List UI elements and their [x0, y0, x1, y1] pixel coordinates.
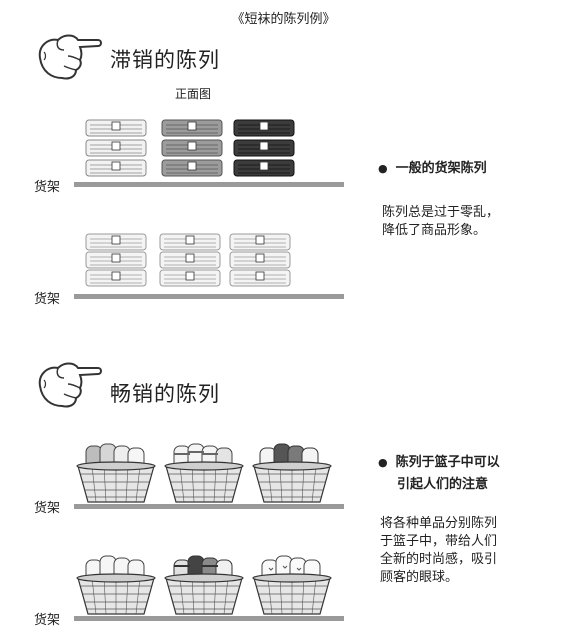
- shelf-bar: [74, 504, 344, 509]
- shelf-label: 货架: [34, 613, 61, 628]
- shelf-label: 货架: [34, 180, 61, 195]
- folded-socks-stacks-light: [85, 233, 291, 287]
- shelf-bar: [74, 294, 344, 299]
- bullet-dot-icon: ●: [378, 162, 388, 175]
- bullet-title-line: 引起人们的注意: [397, 477, 489, 492]
- description-line: 顾客的眼球。: [380, 570, 459, 585]
- front-view-label: 正面图: [175, 87, 212, 101]
- description-line: 将各种单品分别陈列: [380, 516, 498, 531]
- section-heading-best: 畅销的陈列: [110, 382, 220, 406]
- shelf-label: 货架: [34, 292, 61, 307]
- shelf-bar: [74, 616, 344, 621]
- page-title: 《短袜的陈列例》: [231, 12, 336, 27]
- description-text: 将各种单品分别陈列 于篮子中，带给人们 全新的时尚感，吸引 顾客的眼球。: [380, 515, 497, 587]
- pointing-hand-icon: [38, 34, 102, 80]
- pointing-hand-icon: [38, 362, 102, 408]
- description-line: 全新的时尚感，吸引: [380, 552, 498, 567]
- shelf-label: 货架: [34, 501, 61, 516]
- sock-baskets-row: [76, 443, 332, 503]
- bullet-title-line: 陈列于篮子中可以: [395, 455, 500, 470]
- bullet-point: ● 一般的货架陈列: [378, 158, 487, 180]
- section-heading-slow: 滞销的陈列: [110, 48, 220, 72]
- bullet-dot-icon: ●: [378, 456, 388, 469]
- bullet-point: ● 陈列于篮子中可以 引起人们的注意: [378, 452, 500, 496]
- bullet-title: 一般的货架陈列: [395, 161, 487, 176]
- folded-socks-stacks-dense: [85, 119, 295, 177]
- description-line: 降低了商品形象。: [382, 223, 487, 238]
- description-line: 陈列总是过于零乱，: [382, 205, 500, 220]
- description-text: 陈列总是过于零乱， 降低了商品形象。: [382, 204, 499, 240]
- sock-baskets-row: [76, 555, 332, 615]
- shelf-bar: [74, 182, 344, 187]
- description-line: 于篮子中，带给人们: [380, 534, 498, 549]
